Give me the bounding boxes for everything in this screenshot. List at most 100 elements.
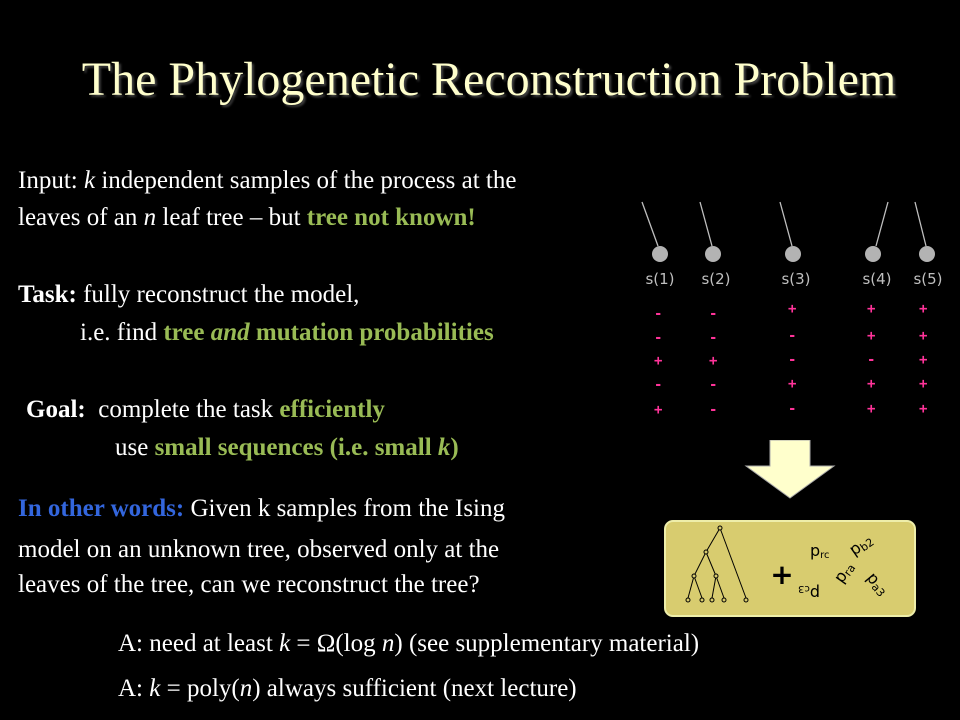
other-words-line-3: leaves of the tree, can we reconstruct t… [18, 571, 480, 598]
answer-2-k: k [149, 675, 161, 702]
sample-4-label: s(4) [862, 270, 891, 288]
tree-highlight: tree [163, 319, 205, 346]
p-a3-label: pa3 [862, 568, 893, 599]
sample-5-node [919, 246, 935, 262]
answer-2-n: n [239, 675, 253, 702]
sample-4-edge [875, 201, 889, 247]
sample-3-sign-4: + [788, 376, 796, 392]
sample-1: s(1) - - + - + [641, 201, 675, 418]
tree-icon [685, 525, 749, 603]
p-b2-label: pb2 [845, 530, 876, 560]
sample-1-sign-5: + [654, 402, 662, 418]
down-arrow-icon [744, 440, 836, 499]
in-other-words-label: In other words: [18, 495, 185, 522]
input-k: k [83, 167, 96, 194]
sample-5-sign-1: + [919, 301, 927, 317]
input-line-1: Input: k independent samples of the proc… [18, 164, 516, 197]
input-n: n [143, 204, 157, 231]
answer-1-prefix: A: need at least [118, 630, 280, 657]
other-words-line-1: In other words: Given k samples from the… [18, 492, 505, 525]
sample-4-sign-2: + [867, 328, 875, 344]
task-line-2: i.e. find tree and mutation probabilitie… [80, 316, 494, 349]
result-content: + prc pb2 pra pa3 pc3 [685, 525, 893, 603]
input-label: Input: [18, 167, 84, 194]
sample-3-sign-3: - [788, 352, 796, 368]
answer-2: A: k = poly(n) always sufficient (next l… [118, 672, 577, 705]
sample-3-sign-1: + [788, 301, 796, 317]
goal-label: Goal: [26, 396, 86, 423]
small-seq-highlight: small sequences (i.e. small [154, 434, 438, 461]
sample-3-node [785, 246, 801, 262]
sample-2-sign-5: - [709, 402, 717, 418]
answer-1-n: n [381, 630, 395, 657]
goal-line-2: use small sequences (i.e. small k) [115, 431, 459, 464]
sample-2-sign-4: - [709, 377, 717, 393]
p-ra-label: pra [830, 558, 859, 587]
sample-4-node [865, 246, 881, 262]
sample-1-sign-3: + [654, 353, 662, 369]
input-text-3: leaf tree – but [156, 204, 307, 231]
sample-2-node [705, 246, 721, 262]
sample-1-sign-4: - [654, 377, 662, 393]
task-text-2: i.e. find [80, 319, 164, 346]
samples-diagram: s(1) - - + - + s(2) - - + - - s(3) + - -… [641, 201, 943, 418]
input-text-2: leaves of an [18, 204, 144, 231]
sample-5-edge [914, 201, 927, 247]
sample-1-sign-2: - [654, 330, 662, 346]
answer-1-suffix: ) (see supplementary material) [394, 630, 700, 657]
sample-5-sign-2: + [919, 328, 927, 344]
other-words-line-2: model on an unknown tree, observed only … [18, 536, 500, 563]
result-box: + prc pb2 pra pa3 pc3 [664, 520, 916, 617]
goal-line-1: Goal: complete the task efficiently [26, 393, 385, 426]
and-highlight: and [210, 319, 250, 346]
probability-labels: prc pb2 pra pa3 pc3 [798, 530, 893, 603]
answer-2-prefix: A: [118, 675, 150, 702]
small-seq-close: ) [450, 434, 459, 461]
task-line-1: Task: fully reconstruct the model, [18, 278, 359, 311]
efficiently-highlight: efficiently [279, 396, 385, 423]
p-rc-label: prc [810, 541, 830, 561]
sample-1-edge [641, 201, 659, 247]
sample-4-sign-1: + [867, 301, 875, 317]
sample-2-sign-1: - [709, 306, 717, 322]
sample-4-sign-4: + [867, 376, 875, 392]
sample-5: s(5) + + + + + [913, 201, 943, 417]
sample-2-label: s(2) [701, 270, 730, 288]
sample-3-sign-2: - [788, 328, 796, 344]
task-text-1: fully reconstruct the model, [76, 281, 360, 308]
sample-5-sign-5: + [919, 401, 927, 417]
answer-2-mid: = poly( [160, 675, 240, 702]
p-c3-label: pc3 [798, 583, 820, 603]
plus-sign: + [770, 558, 793, 591]
goal-text-1: complete the task [85, 396, 280, 423]
sample-2-sign-3: + [709, 353, 717, 369]
sample-3-edge [779, 201, 793, 247]
sample-5-sign-4: + [919, 376, 927, 392]
sample-5-sign-3: + [919, 352, 927, 368]
slide-title: The Phylogenetic Reconstruction Problem [81, 53, 897, 106]
input-text-1: independent samples of the process at th… [95, 167, 517, 194]
other-words-text-1: Given k samples from the Ising [184, 495, 505, 522]
sample-2: s(2) - - + - - [699, 201, 731, 418]
task-label: Task: [18, 281, 77, 308]
sample-4: s(4) + + - + + [862, 201, 892, 417]
sample-2-edge [699, 201, 713, 247]
tree-not-known-highlight: tree not known! [306, 204, 476, 231]
sample-3: s(3) + - - + - [779, 201, 811, 417]
goal-text-2: use [115, 434, 155, 461]
sample-4-sign-3: - [867, 352, 875, 368]
mutation-highlight: mutation probabilities [255, 319, 494, 346]
sample-4-sign-5: + [867, 401, 875, 417]
answer-2-suffix: ) always sufficient (next lecture) [252, 675, 577, 702]
sample-5-label: s(5) [913, 270, 942, 288]
sample-1-node [652, 246, 668, 262]
sample-3-label: s(3) [781, 270, 810, 288]
sample-3-sign-5: - [788, 401, 796, 417]
answer-1: A: need at least k = Ω(log n) (see suppl… [118, 627, 699, 660]
sample-1-label: s(1) [645, 270, 674, 288]
sample-1-sign-1: - [654, 306, 662, 322]
answer-1-mid: = Ω(log [290, 630, 382, 657]
answer-1-k: k [279, 630, 291, 657]
sample-2-sign-2: - [709, 330, 717, 346]
input-line-2: leaves of an n leaf tree – but tree not … [18, 201, 476, 234]
